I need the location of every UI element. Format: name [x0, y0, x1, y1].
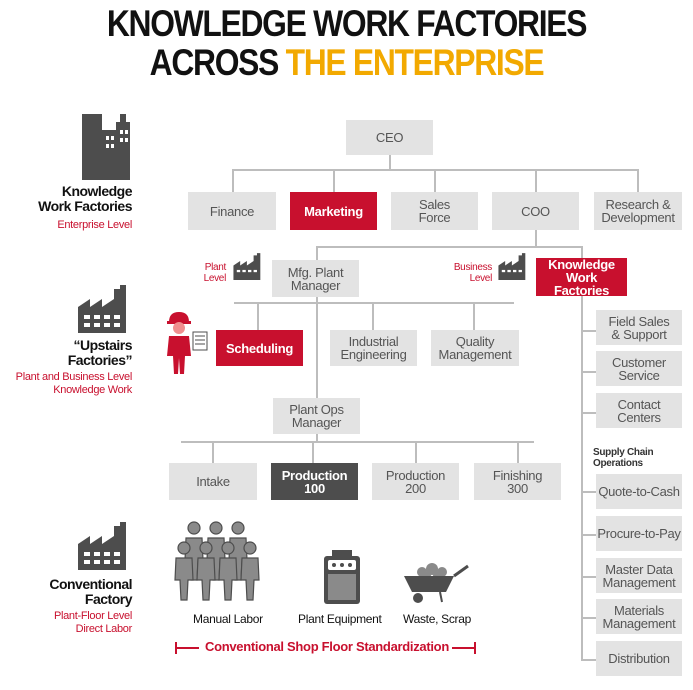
- line-finishing: [517, 441, 519, 463]
- line-mfg: [316, 246, 318, 260]
- box-distribution: Distribution: [596, 641, 682, 676]
- box-plant-ops-manager: Plant Ops Manager: [273, 398, 360, 434]
- side-kwf-sub: Enterprise Level: [57, 219, 132, 231]
- line-prod-bar: [181, 441, 534, 443]
- workers-crowd-icon: [174, 521, 260, 601]
- box-materials-management: Materials Management: [596, 599, 682, 634]
- factory-icon: [78, 285, 126, 333]
- span-left-line: [175, 647, 199, 649]
- title-line-2: ACROSS THE ENTERPRISE: [49, 43, 645, 83]
- line-right-spine: [581, 295, 583, 660]
- line-research: [637, 169, 639, 192]
- caption-manual-labor: Manual Labor: [193, 612, 263, 626]
- caption-waste-scrap: Waste, Scrap: [403, 612, 471, 626]
- box-customer-service: Customer Service: [596, 351, 682, 386]
- side-conventional-heading: Conventional Factory: [49, 576, 132, 607]
- line-kwf: [581, 246, 583, 258]
- machine-icon: [324, 550, 360, 604]
- factory-icon-conventional: [78, 522, 126, 570]
- line-prod100: [312, 441, 314, 463]
- line-intake: [212, 441, 214, 463]
- line-staff-bar: [234, 302, 514, 304]
- span-right-line: [452, 647, 476, 649]
- tick-1: [581, 330, 596, 332]
- factory-icon-business: [498, 253, 526, 280]
- box-industrial-engineering: Industrial Engineering: [330, 330, 417, 366]
- box-coo: COO: [492, 192, 579, 230]
- box-quality-management: Quality Management: [431, 330, 519, 366]
- title-line-2-accent: THE ENTERPRISE: [285, 42, 545, 83]
- worker-icon: [167, 312, 208, 374]
- line-coo-down: [535, 229, 537, 247]
- side-kwf-heading: Knowledge Work Factories: [38, 183, 132, 214]
- tick-3: [581, 412, 596, 414]
- tick-5: [581, 534, 596, 536]
- box-research: Research & Development: [594, 192, 682, 230]
- line-finance: [232, 169, 234, 192]
- tick-6: [581, 576, 596, 578]
- line-prod200: [415, 441, 417, 463]
- box-quote-to-cash: Quote-to-Cash: [596, 474, 682, 509]
- title-line-1: KNOWLEDGE WORK FACTORIES: [106, 3, 588, 44]
- tick-8: [581, 659, 596, 661]
- box-scheduling: Scheduling: [216, 330, 303, 366]
- box-production-200: Production 200: [372, 463, 459, 500]
- tick-4: [581, 491, 596, 493]
- box-finishing-300: Finishing 300: [474, 463, 561, 500]
- span-right-cap: [474, 642, 476, 654]
- line-sales: [434, 169, 436, 192]
- skyscraper-icon: [82, 114, 130, 180]
- line-quality: [473, 302, 475, 330]
- box-finance: Finance: [188, 192, 276, 230]
- box-procure-to-pay: Procure-to-Pay: [596, 516, 682, 551]
- line-ceo-down: [389, 154, 391, 170]
- line-mfg-down: [316, 296, 318, 398]
- plant-level-label: Plant Level: [203, 262, 227, 284]
- business-level-label: Business Level: [453, 262, 492, 284]
- tick-7: [581, 617, 596, 619]
- box-master-data: Master Data Management: [596, 558, 682, 593]
- box-field-sales: Field Sales & Support: [596, 310, 682, 345]
- line-coo: [535, 169, 537, 192]
- box-mfg-plant-manager: Mfg. Plant Manager: [272, 260, 359, 297]
- box-marketing: Marketing: [290, 192, 377, 230]
- box-contact-centers: Contact Centers: [596, 393, 682, 428]
- caption-plant-equipment: Plant Equipment: [298, 612, 382, 626]
- box-knowledge-work-factories: Knowledge Work Factories: [536, 258, 627, 297]
- standardization-label: Conventional Shop Floor Standardization: [205, 639, 449, 654]
- box-sales-force: Sales Force: [391, 192, 478, 230]
- box-ceo: CEO: [346, 120, 433, 155]
- line-coo-bar: [316, 246, 582, 248]
- line-industrial: [372, 302, 374, 330]
- line-marketing: [333, 169, 335, 192]
- wheelbarrow-icon: [404, 563, 469, 603]
- factory-icon-plant: [233, 253, 261, 280]
- title-line-2a: ACROSS: [149, 42, 286, 83]
- line-ops-down: [316, 433, 318, 442]
- tick-2: [581, 371, 596, 373]
- box-production-100: Production 100: [271, 463, 358, 500]
- supply-chain-label: Supply Chain Operations: [593, 447, 654, 469]
- box-intake: Intake: [169, 463, 257, 500]
- side-upstairs-heading: “Upstairs Factories”: [67, 337, 133, 368]
- side-conventional-sub: Plant-Floor Level Direct Labor: [53, 610, 132, 635]
- line-scheduling: [257, 302, 259, 330]
- side-upstairs-sub: Plant and Business Level Knowledge Work: [15, 371, 133, 396]
